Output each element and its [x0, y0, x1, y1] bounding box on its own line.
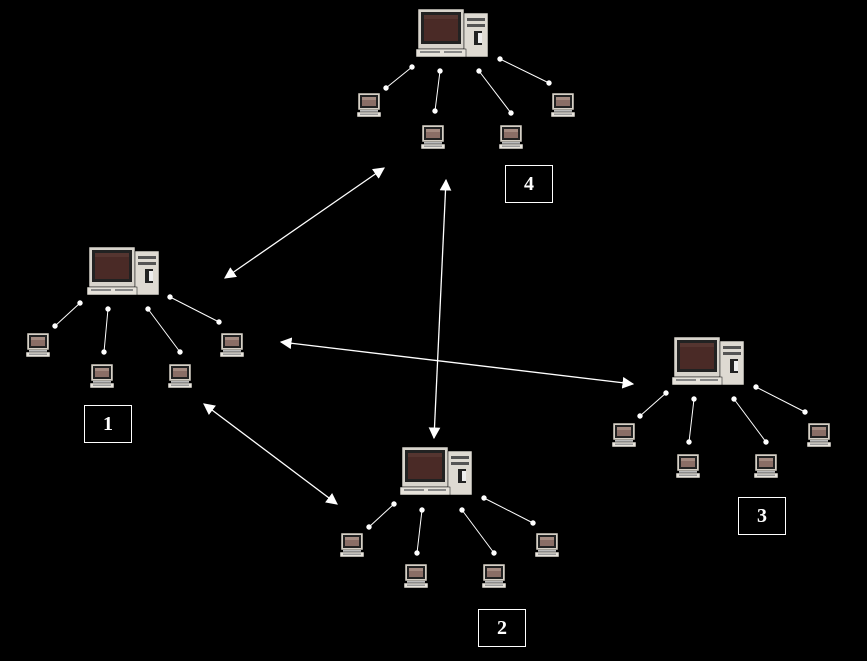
- cluster-label-1: 1: [84, 405, 132, 443]
- client-terminal-icon: [25, 332, 51, 358]
- server-icon: [399, 446, 473, 496]
- server-icon: [415, 8, 489, 58]
- cluster-3: [611, 336, 832, 479]
- client-terminal-icon: [89, 363, 115, 389]
- client-terminal-icon: [806, 422, 832, 448]
- server-icon: [86, 246, 160, 296]
- client-terminal-icon: [167, 363, 193, 389]
- client-terminal-icon: [420, 124, 446, 150]
- client-terminal-icon: [219, 332, 245, 358]
- cluster-label-4: 4: [505, 165, 553, 203]
- client-terminal-icon: [675, 453, 701, 479]
- client-terminal-icon: [498, 124, 524, 150]
- client-terminal-icon: [550, 92, 576, 118]
- client-terminal-icon: [403, 563, 429, 589]
- cluster-1: [25, 246, 245, 389]
- connection-1-3: [279, 337, 635, 389]
- cluster-2: [339, 446, 560, 589]
- client-terminal-icon: [753, 453, 779, 479]
- connection-2-4: [428, 178, 452, 440]
- cluster-label-2: 2: [478, 609, 526, 647]
- client-terminal-icon: [481, 563, 507, 589]
- client-terminal-icon: [339, 532, 365, 558]
- client-terminal-icon: [534, 532, 560, 558]
- connection-1-4: [224, 167, 385, 279]
- connections: [203, 167, 635, 505]
- client-terminal-icon: [356, 92, 382, 118]
- connection-1-2: [203, 403, 338, 505]
- cluster-label-3: 3: [738, 497, 786, 535]
- server-icon: [671, 336, 745, 386]
- cluster-4: [356, 8, 576, 150]
- client-terminal-icon: [611, 422, 637, 448]
